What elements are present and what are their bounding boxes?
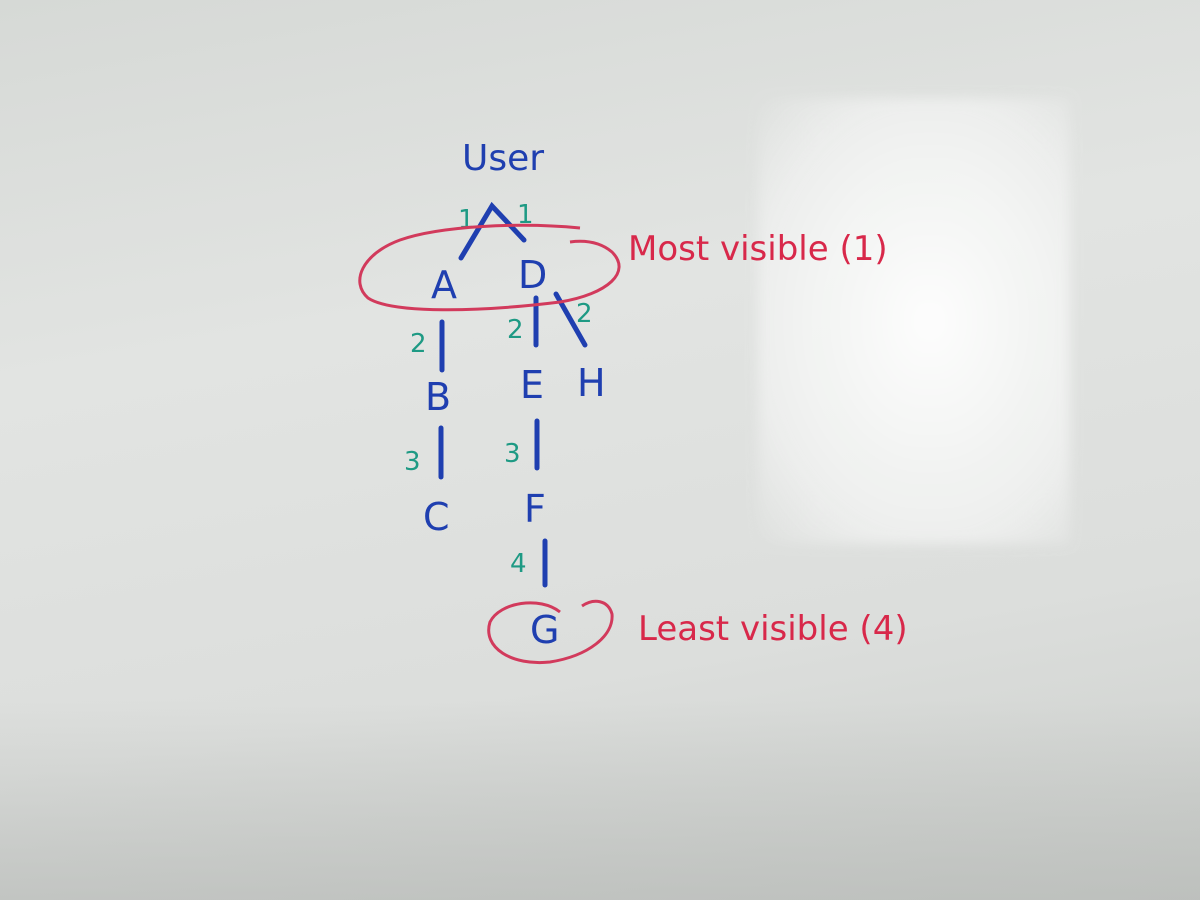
- least-visible-note: Least visible (4): [638, 609, 908, 649]
- weight-user-a: 1: [458, 205, 475, 235]
- least-visible-ring: [487, 599, 614, 665]
- root-node-user: User: [462, 138, 544, 179]
- node-f: F: [524, 487, 546, 531]
- weight-b-c: 3: [404, 447, 421, 477]
- most-visible-note: Most visible (1): [628, 229, 888, 269]
- node-e: E: [520, 363, 544, 407]
- board-shadow: [0, 700, 1200, 900]
- weight-f-g: 4: [510, 549, 527, 579]
- edge-user-fork: [458, 201, 527, 261]
- node-h: H: [577, 361, 606, 405]
- node-a: A: [431, 263, 457, 307]
- node-b: B: [425, 375, 451, 419]
- node-d: D: [518, 253, 547, 297]
- weight-a-b: 2: [410, 329, 427, 359]
- node-c: C: [423, 495, 450, 539]
- weight-user-d: 1: [517, 200, 534, 230]
- weight-d-e: 2: [507, 315, 524, 345]
- most-visible-ring: [358, 223, 621, 312]
- weight-e-f: 3: [504, 439, 521, 469]
- weight-d-h: 2: [576, 299, 593, 329]
- node-g: G: [530, 608, 559, 652]
- light-glare: [758, 98, 1070, 544]
